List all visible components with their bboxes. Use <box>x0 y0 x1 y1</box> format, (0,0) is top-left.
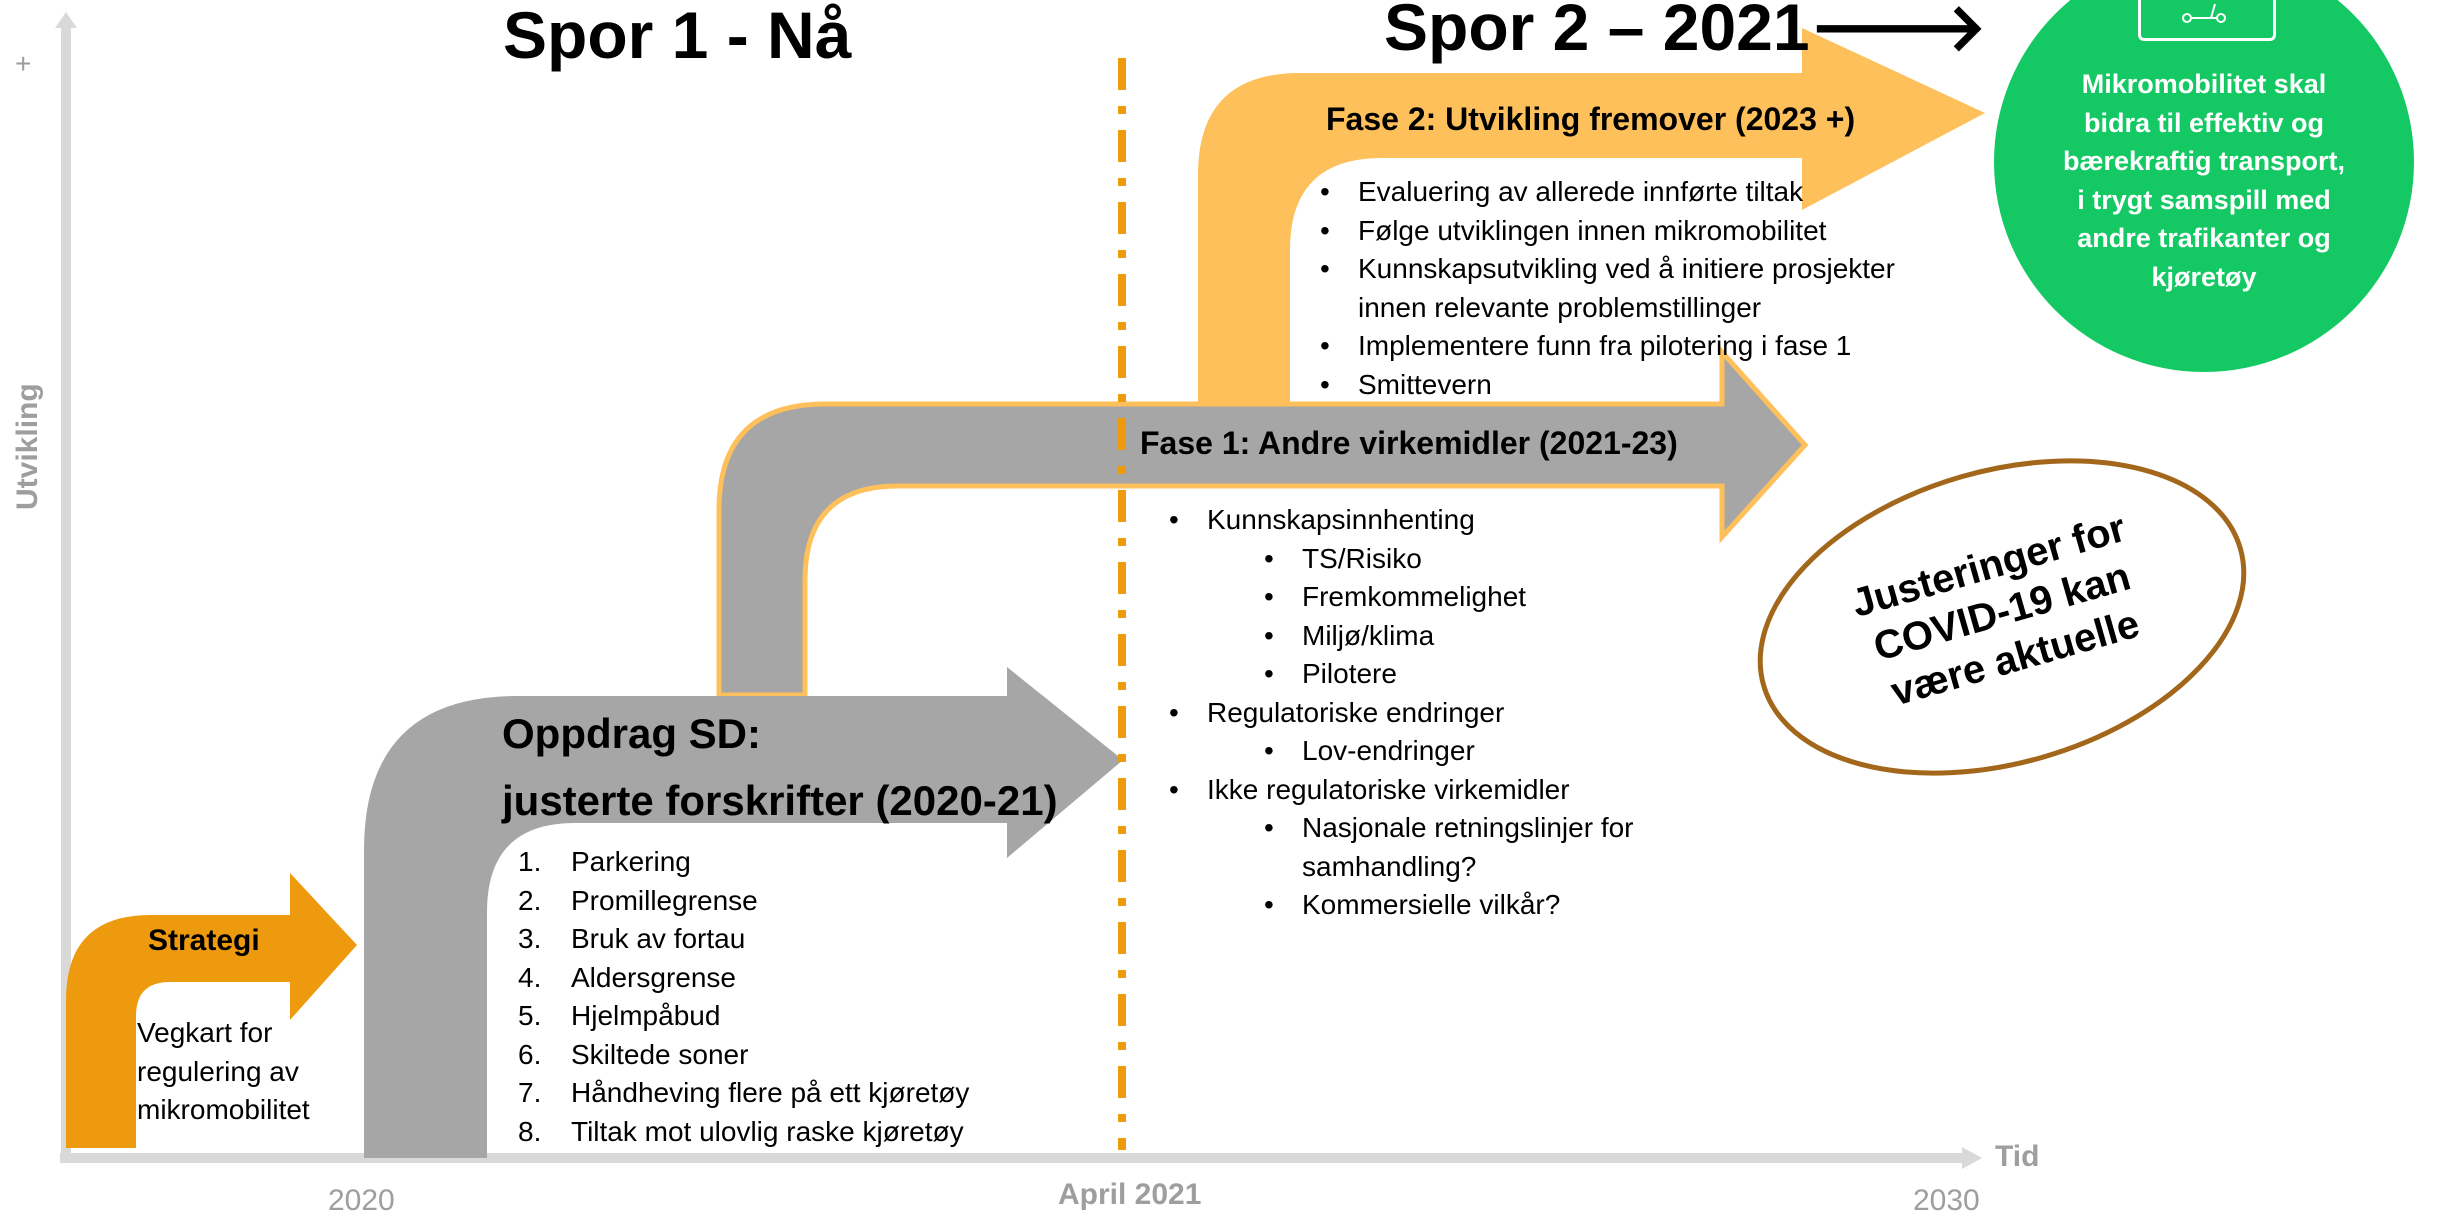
assignment-title-line1: Oppdrag SD: <box>502 710 761 757</box>
y-axis-arrowhead <box>55 12 77 28</box>
phase1-item: samhandling? <box>1302 850 1477 882</box>
assignment-title-line2: justerte forskrifter (2020-21) <box>502 777 1058 824</box>
assignment-item: 8. Tiltak mot ulovlig raske kjøretøy <box>518 1113 969 1152</box>
tick-2030: 2030 <box>1913 1184 1980 1217</box>
vision-line: i trygt samspill med <box>2077 184 2331 215</box>
vision-line: andre trafikanter og <box>2077 223 2331 253</box>
assignment-title: Oppdrag SD: justerte forskrifter (2020-2… <box>502 708 1058 827</box>
strategy-text-line: regulering av <box>137 1055 299 1087</box>
assignment-arrow <box>364 667 1123 1158</box>
phase2-item: Evaluering av allerede innførte tiltak <box>1320 173 1980 212</box>
phase2-item: Følge utviklingen innen mikromobilitet <box>1320 212 1980 251</box>
assignment-item-number: 1. <box>518 846 542 877</box>
phase1-item: Miljø/klima <box>1264 617 1789 656</box>
phase2-item: innen relevante problemstillinger <box>1358 291 1762 323</box>
phase1-item: Regulatoriske endringer <box>1169 694 1789 733</box>
assignment-item-text: Parkering <box>571 846 691 877</box>
vision-text: Mikromobilitet skal bidra til effektiv o… <box>2024 65 2384 296</box>
vision-line: Mikromobilitet skal <box>2081 69 2327 99</box>
strategy-text: Vegkart for regulering av mikromobilitet <box>137 1014 310 1130</box>
phase2-title: Fase 2: Utvikling fremover (2023 +) <box>1326 101 1856 137</box>
assignment-item-text: Tiltak mot ulovlig raske kjøretøy <box>571 1115 964 1147</box>
assignment-item: 1. Parkering <box>518 843 969 882</box>
phase1-item: Kunnskapsinnhenting <box>1169 501 1789 540</box>
phase1-item: Nasjonale retningslinjer for <box>1264 809 1789 848</box>
assignment-item-number: 3. <box>518 923 542 954</box>
strategy-arrow <box>66 873 357 1148</box>
assignment-item-text: Håndheving flere på ett kjøretøy <box>571 1077 970 1108</box>
assignment-item-text: Aldersgrense <box>571 961 736 993</box>
phase1-item: Lov-endringer <box>1264 732 1789 771</box>
phase1-item: TS/Risiko <box>1264 540 1789 579</box>
assignment-item-number: 6. <box>518 1038 542 1070</box>
phase1-item: Ikke regulatoriske virkemidler <box>1169 771 1789 810</box>
x-axis-label: Tid <box>1995 1140 2040 1173</box>
phase1-item: Kommersielle vilkår? <box>1264 886 1789 925</box>
x-axis-arrowhead <box>1962 1147 1982 1169</box>
assignment-item-number: 8. <box>518 1115 542 1147</box>
scooter-icon <box>2138 0 2276 41</box>
vision-circle <box>1994 0 2414 372</box>
vision-line: bidra til effektiv og <box>2083 107 2325 138</box>
phase2-arrow <box>1198 28 1985 403</box>
y-axis-label: Utvikling <box>11 383 44 510</box>
assignment-item-text: Bruk av fortau <box>571 923 746 954</box>
assignment-item-text: Hjelmpåbud <box>571 1000 721 1031</box>
assignment-item: 2. Promillegrense <box>518 882 969 921</box>
assignment-item: 7. Håndheving flere på ett kjøretøy <box>518 1074 969 1113</box>
assignment-item: 3. Bruk av fortau <box>518 920 969 959</box>
phase1-item: Pilotere <box>1264 655 1789 694</box>
y-axis-plus: + <box>15 48 32 79</box>
assignment-item-number: 7. <box>518 1077 542 1108</box>
strategy-text-line: Vegkart for <box>137 1017 273 1048</box>
track1-title: Spor 1 - Nå <box>503 0 852 72</box>
vision-line: bærekraftig transport, <box>2062 146 2346 176</box>
assignment-item-number: 2. <box>518 884 542 916</box>
tick-2020: 2020 <box>328 1184 395 1217</box>
assignment-item-text: Promillegrense <box>571 884 758 916</box>
phase1-item: Fremkommelighet <box>1264 578 1789 617</box>
strategy-text-line: mikromobilitet <box>137 1094 310 1125</box>
phase1-title: Fase 1: Andre virkemidler (2021-23) <box>1140 425 1678 461</box>
tick-april-2021: April 2021 <box>1058 1178 1202 1211</box>
assignment-item-number: 4. <box>518 961 542 993</box>
track2-title: Spor 2 – 2021🡒 <box>1384 0 1987 64</box>
assignment-item-text: Skiltede soner <box>571 1038 749 1070</box>
phase1-arrow <box>716 345 1809 698</box>
assignment-item: 4. Aldersgrense <box>518 959 969 998</box>
strategy-title: Strategi <box>148 924 260 957</box>
phase2-item: Smittevern <box>1320 366 1980 405</box>
assignment-item: 6. Skiltede soner <box>518 1036 969 1075</box>
phase2-item: Implementere funn fra pilotering i fase … <box>1320 327 1980 366</box>
phase1-list: KunnskapsinnhentingTS/RisikoFremkommelig… <box>1169 501 1789 925</box>
phase2-list: Evaluering av allerede innførte tiltakFø… <box>1320 173 1980 404</box>
assignment-list: 1. Parkering 2. Promillegrense 3. Bruk av for… <box>518 843 969 1151</box>
phase2-item: Kunnskapsutvikling ved å initiere prosje… <box>1320 250 1980 289</box>
assignment-item: 5. Hjelmpåbud <box>518 997 969 1036</box>
assignment-item-number: 5. <box>518 1000 542 1031</box>
vision-line: kjøretøy <box>2151 261 2257 292</box>
